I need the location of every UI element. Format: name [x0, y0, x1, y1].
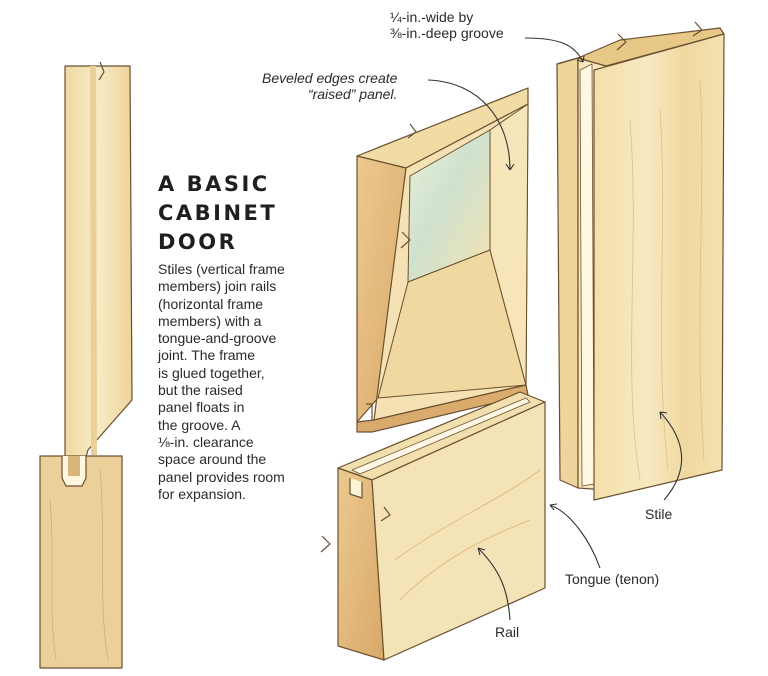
groove-callout-line: ¼-in.-wide by	[390, 9, 474, 25]
rail-drawing	[320, 391, 546, 661]
description-line: panel provides room	[158, 468, 285, 485]
groove-leader	[524, 37, 584, 63]
title-line: CABINET	[158, 201, 278, 225]
description-line: is glued together,	[158, 364, 265, 381]
bevel-arrowhead	[505, 163, 515, 171]
tongue-callout: Tongue (tenon)	[565, 571, 660, 587]
description-line: panel floats in	[158, 399, 245, 416]
diagram-title: A BASIC CABINET DOOR	[158, 170, 277, 257]
section-view-left	[39, 61, 133, 669]
rail-leader	[477, 547, 511, 621]
description-line: ⅛-in. clearance	[158, 433, 254, 450]
groove-arrowhead	[576, 55, 585, 63]
description-line: members) with a	[158, 312, 262, 329]
leader-lines	[427, 37, 683, 621]
description-line: the groove. A	[158, 416, 241, 433]
bevel-callout: Beveled edges create “raised” panel.	[262, 70, 397, 102]
tongue-leader	[549, 504, 601, 569]
stile-arrowhead	[659, 411, 668, 420]
description-line: but the raised	[158, 382, 243, 399]
rail-callout: Rail	[495, 624, 520, 640]
title-line: A BASIC	[158, 172, 270, 196]
groove-callout: ¼-in.-wide by ⅜-in.-deep groove	[390, 9, 504, 41]
groove-callout-line: ⅜-in.-deep groove	[390, 25, 504, 41]
description-line: joint. The frame	[158, 347, 256, 364]
description-line: (horizontal frame	[158, 295, 264, 312]
description-line: Stiles (vertical frame	[158, 261, 285, 277]
description-line: for expansion.	[158, 485, 246, 502]
stile-callout: Stile	[645, 506, 673, 522]
stile-leader	[659, 411, 683, 501]
bevel-callout-line: Beveled edges create	[262, 70, 398, 86]
rail-arrowhead	[477, 547, 486, 556]
tongue-arrowhead	[549, 503, 558, 511]
raised-panel-drawing	[356, 87, 529, 433]
description-line: tongue-and-groove	[158, 330, 277, 347]
bevel-leader	[427, 79, 511, 171]
description-line: space around the	[158, 451, 267, 468]
description-text: Stiles (vertical frame members) join rai…	[158, 261, 348, 503]
bevel-callout-line: “raised” panel.	[307, 86, 398, 102]
description-line: members) join rails	[158, 278, 277, 295]
title-line: DOOR	[158, 230, 238, 254]
stile-drawing	[556, 21, 725, 501]
